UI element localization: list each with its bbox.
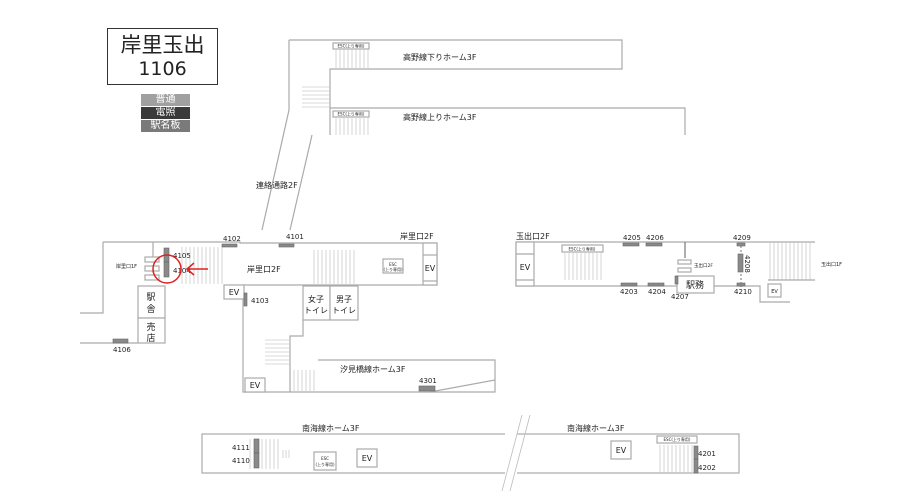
label-4105: 4105 bbox=[173, 252, 191, 260]
marker-4210[interactable] bbox=[736, 282, 746, 287]
tamade-2f-inner-label: 玉出口2F bbox=[694, 262, 713, 269]
stairs-nankai-left bbox=[249, 439, 290, 469]
ev-label-tamade-right: EV bbox=[771, 289, 778, 295]
esc-label-koya-up: ESC(上り専用) bbox=[338, 111, 365, 117]
label-4104: 4104 bbox=[173, 267, 191, 275]
tamade-2f-label: 玉出口2F bbox=[516, 231, 550, 241]
escalator-tamade bbox=[564, 252, 602, 280]
women-toilet-label-1: 女子 bbox=[308, 294, 324, 304]
label-4209: 4209 bbox=[733, 234, 751, 242]
label-4103: 4103 bbox=[251, 297, 269, 305]
esc-label-nankai-right: ESC(上り専用) bbox=[664, 436, 691, 442]
ev-kishisato-left bbox=[223, 284, 245, 300]
label-4201: 4201 bbox=[698, 450, 716, 458]
esc-label-tamade: ESC(上り専用) bbox=[569, 246, 596, 252]
ekimu-label: 駅務 bbox=[686, 279, 704, 291]
stairs-koya bbox=[302, 86, 330, 108]
marker-4202[interactable] bbox=[693, 458, 699, 474]
marker-4204[interactable] bbox=[647, 282, 665, 287]
kishisato-2f-label: 岸里口2F bbox=[247, 265, 281, 274]
marker-4102[interactable] bbox=[221, 243, 238, 248]
escalator-nankai-right bbox=[659, 445, 693, 473]
esc-sub-label-nankai: (上り専用) bbox=[315, 461, 335, 467]
marker-4101[interactable] bbox=[278, 243, 295, 248]
stairs-shiomibashi bbox=[265, 339, 315, 392]
nankai-right-platform-label: 南海線ホーム3F bbox=[567, 423, 625, 433]
marker-4111[interactable] bbox=[253, 438, 260, 454]
shop-label-2: 店 bbox=[146, 332, 155, 344]
kishisato-1f-label: 岸里口1F bbox=[116, 263, 137, 270]
koya-up-platform-label: 高野線上りホーム3F bbox=[403, 112, 477, 122]
ev-label-kishisato-right: EV bbox=[425, 264, 436, 273]
koya-platforms: ESC(上り専用) ESC(上り専用) 高野線下りホーム3F 高野線上りホーム3… bbox=[256, 39, 686, 231]
marker-4205[interactable] bbox=[622, 242, 640, 247]
escalator-up-platform bbox=[335, 117, 369, 135]
legend-normal: 普通 bbox=[141, 94, 190, 106]
label-4110: 4110 bbox=[232, 457, 250, 465]
ev-label-nankai-right: EV bbox=[616, 446, 627, 455]
marker-4209[interactable] bbox=[736, 242, 746, 247]
ev-label-tamade-left: EV bbox=[520, 263, 531, 272]
legend-station-sign: 駅名板 bbox=[141, 120, 190, 132]
marker-4207[interactable] bbox=[674, 275, 679, 285]
stairs-main-kishisato bbox=[181, 247, 223, 284]
stairs-tamade-1f bbox=[769, 243, 811, 280]
connecting-passage-label: 連絡通路2F bbox=[256, 180, 298, 190]
shiomibashi-platform-label: 汐見橋線ホーム3F bbox=[340, 364, 406, 374]
women-toilet-label-2: トイレ bbox=[304, 306, 328, 315]
marker-4301[interactable] bbox=[418, 385, 436, 392]
station-office-label-2: 舎 bbox=[146, 304, 155, 315]
label-4204: 4204 bbox=[648, 288, 666, 296]
location-markers: 4102 4101 4103 4105 4104 4106 4301 4111 … bbox=[112, 233, 752, 474]
nankai-platforms: 南海線ホーム3F 南海線ホーム3F ESC (上り専用) EV EV ESC(上… bbox=[201, 414, 740, 491]
ev-label-nankai-left: EV bbox=[362, 454, 373, 463]
ev-label-shiomibashi: EV bbox=[250, 381, 261, 390]
men-toilet-label-2: トイレ bbox=[332, 306, 356, 315]
kishisato-2f-top-label: 岸里口2F bbox=[400, 232, 434, 241]
tamade-1f-label: 玉出口1F bbox=[821, 261, 842, 268]
marker-4110[interactable] bbox=[253, 452, 260, 469]
marker-4106[interactable] bbox=[112, 338, 129, 344]
label-4301: 4301 bbox=[419, 377, 437, 385]
marker-4104[interactable] bbox=[163, 261, 170, 278]
kishisato-concourse: 駅 舎 売 店 EV EV bbox=[80, 232, 496, 393]
esc-label-nankai: ESC bbox=[321, 456, 329, 461]
station-name: 岸里玉出 bbox=[120, 33, 205, 57]
label-4207: 4207 bbox=[671, 293, 689, 301]
station-code: 1106 bbox=[138, 58, 187, 80]
marker-4206[interactable] bbox=[645, 242, 663, 247]
koya-down-platform-label: 高野線下りホーム3F bbox=[403, 52, 477, 62]
highlight-circle bbox=[152, 254, 182, 284]
esc-label-concourse: ESC bbox=[389, 262, 397, 267]
label-4101: 4101 bbox=[286, 233, 304, 241]
arrow-left-icon bbox=[185, 262, 195, 276]
label-4210: 4210 bbox=[734, 288, 752, 296]
marker-4103[interactable] bbox=[243, 292, 248, 307]
label-4205: 4205 bbox=[623, 234, 641, 242]
legend-illuminated: 電照 bbox=[141, 107, 190, 119]
marker-4203[interactable] bbox=[620, 282, 638, 287]
label-4208: 4208 bbox=[743, 255, 751, 273]
ev-label-kishisato-left: EV bbox=[229, 288, 240, 297]
escalator-down-platform bbox=[335, 49, 369, 69]
highlight-4104 bbox=[152, 254, 208, 284]
label-4203: 4203 bbox=[620, 288, 638, 296]
esc-label-koya-down: ESC(上り専用) bbox=[338, 43, 365, 49]
station-office-label-1: 駅 bbox=[146, 292, 155, 303]
label-4106: 4106 bbox=[113, 346, 131, 354]
label-4202: 4202 bbox=[698, 464, 716, 472]
stairs-kishisato-1f bbox=[144, 256, 160, 281]
shop-label-1: 売 bbox=[146, 321, 155, 333]
label-4102: 4102 bbox=[223, 235, 241, 243]
station-title-box: 岸里玉出 1106 bbox=[107, 28, 218, 85]
label-4206: 4206 bbox=[646, 234, 664, 242]
marker-4208[interactable] bbox=[737, 253, 744, 273]
tamade-concourse: EV ESC(上り専用) 玉出口2F 駅務 EV 玉出口1F 玉出口2F bbox=[515, 231, 842, 303]
stairs-toilet-area bbox=[313, 250, 355, 285]
esc-sub-label-concourse: (上り専用) bbox=[383, 266, 403, 272]
label-4111: 4111 bbox=[232, 444, 250, 452]
nankai-left-platform-label: 南海線ホーム3F bbox=[302, 423, 360, 433]
men-toilet-label-1: 男子 bbox=[336, 295, 352, 304]
